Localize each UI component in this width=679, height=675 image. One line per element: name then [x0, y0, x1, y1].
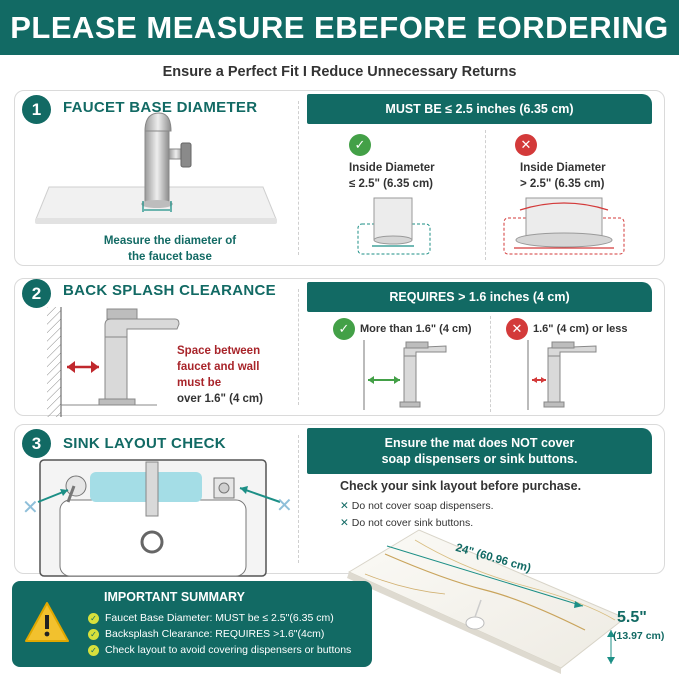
section-divider — [298, 101, 299, 255]
marble-mat-illustration — [347, 529, 626, 674]
summary-item-3: ✓ Check layout to avoid covering dispens… — [88, 644, 351, 656]
sink-tab-line-2: soap dispensers or sink buttons. — [381, 452, 578, 466]
mat-width-cm-label: (13.97 cm) — [613, 630, 665, 642]
summary-title: IMPORTANT SUMMARY — [104, 590, 245, 604]
check-circle-icon: ✓ — [349, 134, 371, 156]
mat-width-label: 5.5" — [617, 609, 647, 626]
check-icon: ✓ — [88, 644, 99, 656]
sink-check-title: Check your sink layout before purchase. — [340, 479, 582, 493]
x-mark-icon: ✕ — [340, 517, 349, 529]
bad-diameter-label: Inside Diameter > 2.5" (6.35 cm) — [520, 160, 606, 192]
section-title-sink-layout: SINK LAYOUT CHECK — [63, 435, 226, 452]
summary-item-2-text: Backsplash Clearance: REQUIRES >1.6"(4cm… — [105, 628, 325, 640]
check-circle-icon: ✓ — [333, 318, 355, 340]
warning-triangle-icon — [25, 602, 69, 642]
good-diameter-illustration — [357, 197, 431, 255]
good-diameter-line-2: ≤ 2.5" (6.35 cm) — [349, 178, 433, 190]
sink-check-item-2-text: Do not cover sink buttons. — [351, 517, 474, 529]
good-clearance-illustration — [363, 340, 447, 410]
good-clearance-label: More than 1.6" (4 cm) — [360, 323, 472, 335]
backsplash-illustration — [47, 307, 180, 417]
step-number-3: 3 — [22, 429, 51, 458]
page-subtitle: Ensure a Perfect Fit I Reduce Unnecessar… — [162, 64, 517, 80]
requirement-tab-diameter: MUST BE ≤ 2.5 inches (6.35 cm) — [307, 94, 652, 124]
requirement-tab-sink-layout: Ensure the mat does NOT cover soap dispe… — [307, 428, 652, 474]
bad-clearance-illustration — [527, 340, 597, 410]
summary-item-1: ✓ Faucet Base Diameter: MUST be ≤ 2.5"(6… — [88, 612, 334, 624]
good-diameter-line-1: Inside Diameter — [349, 162, 435, 174]
sink-check-item-2: ✕ Do not cover sink buttons. — [340, 515, 473, 531]
section-divider — [298, 289, 299, 405]
clearance-note-line-3: must be — [177, 377, 222, 389]
bad-diameter-line-1: Inside Diameter — [520, 162, 606, 174]
good-diameter-label: Inside Diameter ≤ 2.5" (6.35 cm) — [349, 160, 435, 192]
bad-diameter-line-2: > 2.5" (6.35 cm) — [520, 178, 605, 190]
svg-text:✕: ✕ — [22, 497, 39, 519]
clearance-note: Space between faucet and wall must be ov… — [177, 343, 263, 407]
clearance-note-line-2: faucet and wall — [177, 361, 260, 373]
column-divider — [485, 130, 486, 260]
caption-line-1: Measure the diameter of — [103, 235, 237, 247]
page-title-banner: PLEASE MEASURE EBEFORE EORDERING — [0, 0, 679, 55]
clearance-note-line-4: over 1.6" (4 cm) — [177, 391, 263, 407]
faucet-base-caption: Measure the diameter of the faucet base — [85, 233, 255, 265]
clearance-note-line-1: Space between — [177, 345, 261, 357]
page-title: PLEASE MEASURE EBEFORE EORDERING — [10, 9, 669, 45]
faucet-base-illustration — [35, 112, 277, 224]
summary-item-3-text: Check layout to avoid covering dispenser… — [105, 644, 352, 656]
sink-layout-illustration: ✕ ✕ — [22, 459, 293, 577]
clearance-note-line-4-text: over 1.6" (4 cm) — [177, 393, 263, 405]
bad-clearance-label: 1.6" (4 cm) or less — [533, 323, 628, 335]
column-divider — [490, 316, 491, 412]
section-divider — [298, 435, 299, 563]
requirement-tab-clearance: REQUIRES > 1.6 inches (4 cm) — [307, 282, 652, 312]
x-circle-icon: ✕ — [506, 318, 528, 340]
svg-text:✕: ✕ — [276, 495, 293, 517]
caption-line-2: the faucet base — [128, 251, 212, 263]
section-title-faucet-base: FAUCET BASE DIAMETER — [63, 99, 258, 116]
step-number-2: 2 — [22, 279, 51, 308]
sink-check-item-1-text: Do not cover soap dispensers. — [351, 500, 494, 512]
sink-check-item-1: ✕ Do not cover soap dispensers. — [340, 498, 494, 514]
x-mark-icon: ✕ — [340, 500, 349, 512]
section-title-backsplash: BACK SPLASH CLEARANCE — [63, 282, 276, 299]
important-summary-panel: IMPORTANT SUMMARY ✓ Faucet Base Diameter… — [12, 581, 372, 667]
step-number-1: 1 — [22, 95, 51, 124]
sink-tab-line-1: Ensure the mat does NOT cover — [384, 436, 575, 450]
check-icon: ✓ — [88, 628, 99, 640]
summary-item-1-text: Faucet Base Diameter: MUST be ≤ 2.5"(6.3… — [105, 612, 334, 624]
summary-item-2: ✓ Backsplash Clearance: REQUIRES >1.6"(4… — [88, 628, 324, 640]
bad-diameter-illustration — [503, 197, 625, 255]
x-circle-icon: ✕ — [515, 134, 537, 156]
check-icon: ✓ — [88, 612, 99, 624]
